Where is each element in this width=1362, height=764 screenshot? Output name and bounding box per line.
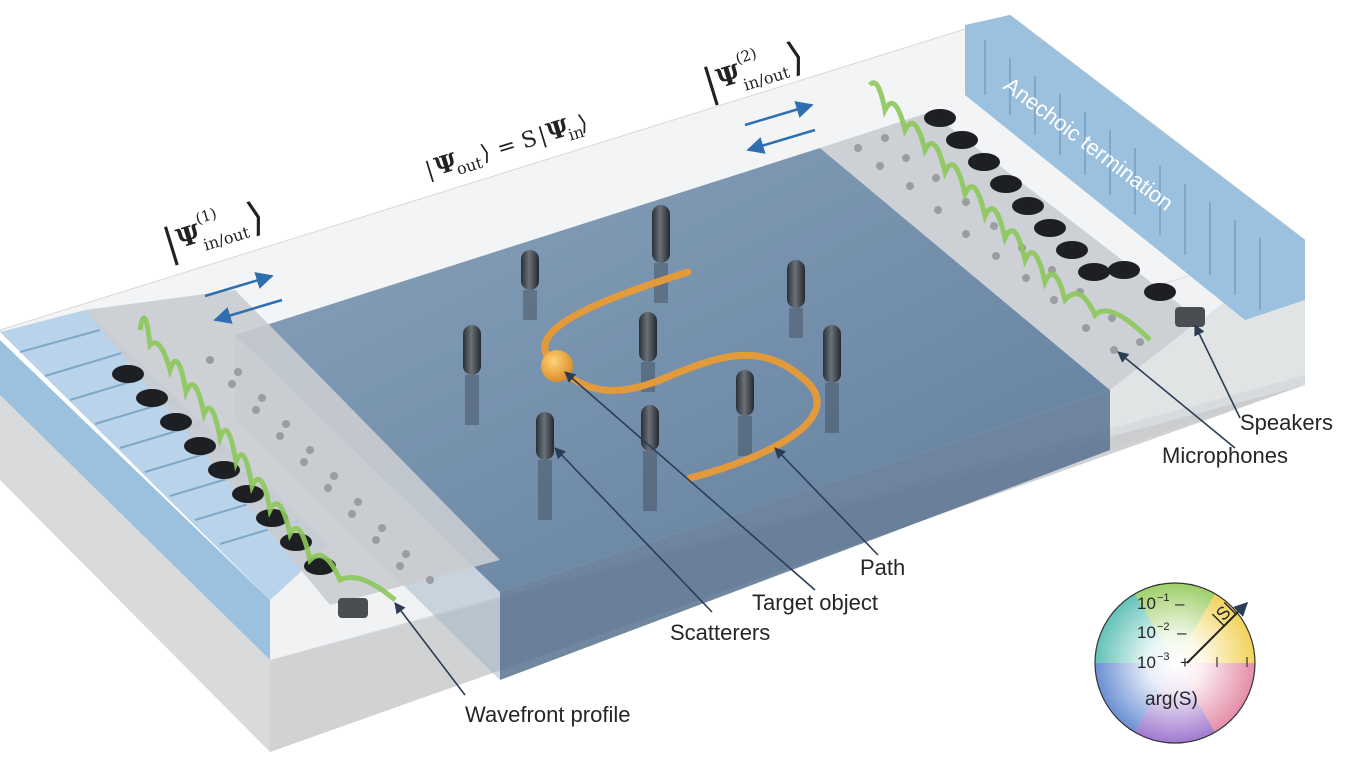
color-wheel: 10 −1 – 10 −2 – 10 −3 + |S| arg(S) xyxy=(1094,582,1256,744)
svg-text:–: – xyxy=(1175,594,1185,613)
left-platform xyxy=(85,290,500,605)
wheel-tick-3-exp: −3 xyxy=(1157,651,1170,663)
callout-lines xyxy=(394,323,1241,696)
wheel-tick-2-exp: −2 xyxy=(1157,621,1170,633)
scatterers xyxy=(463,205,841,460)
wheel-tick-2: 10 xyxy=(1137,623,1156,642)
path-label: Path xyxy=(860,555,905,580)
eq-out-sub: out xyxy=(454,153,485,179)
scatterer-reflections xyxy=(465,263,839,520)
left-absorber xyxy=(0,340,270,660)
scatterers-label: Scatterers xyxy=(670,620,770,645)
wheel-tick-3: 10 xyxy=(1137,653,1156,672)
left-io-arrows xyxy=(204,272,283,324)
speakers-label: Speakers xyxy=(1240,410,1333,435)
left-microphones xyxy=(206,356,434,584)
right-speakers xyxy=(924,109,1205,327)
target-object xyxy=(541,350,573,382)
microphones-label: Microphones xyxy=(1162,443,1288,468)
wavefront-label: Wavefront profile xyxy=(465,702,630,727)
left-wavefront xyxy=(137,315,397,602)
target-object-label: Target object xyxy=(752,590,878,615)
svg-text:+: + xyxy=(1180,653,1190,672)
wheel-tick-1: 10 xyxy=(1137,594,1156,613)
wheel-tick-1-exp: −1 xyxy=(1157,592,1170,604)
right-platform xyxy=(820,112,1200,390)
left-speakers xyxy=(112,365,368,618)
box-front-face xyxy=(0,395,270,752)
right-wavefront xyxy=(868,80,1152,342)
water-front xyxy=(500,390,1110,680)
left-mode-sup: (1) xyxy=(193,204,219,227)
eq-in-sub: in xyxy=(566,122,586,145)
right-absorber-wedges xyxy=(984,40,1261,310)
left-mode-sub: in/out xyxy=(201,222,252,254)
svg-text:–: – xyxy=(1177,623,1187,642)
right-microphones xyxy=(854,134,1144,354)
wheel-phase-label: arg(S) xyxy=(1145,689,1198,710)
left-absorber-top xyxy=(0,310,330,600)
right-io-arrows xyxy=(744,101,816,154)
object-path xyxy=(541,268,821,482)
eq-equals: = S xyxy=(494,126,540,162)
water-region xyxy=(235,148,1110,592)
right-mode-sup: (2) xyxy=(733,44,759,67)
